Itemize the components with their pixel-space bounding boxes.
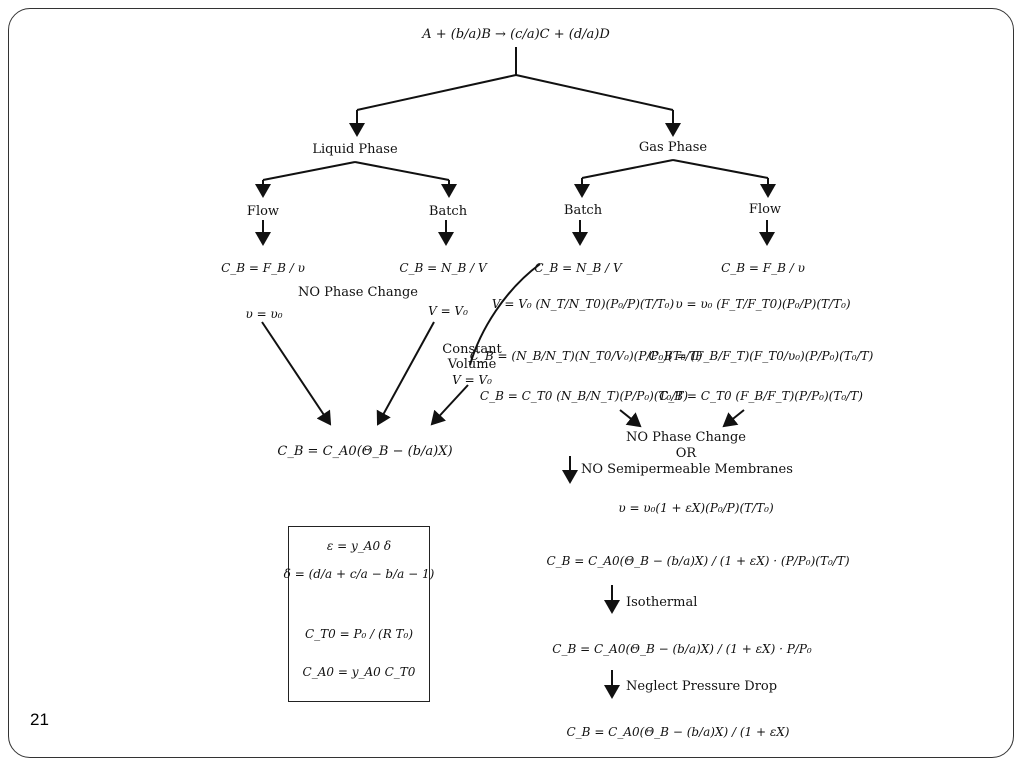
gas-flow-concentration: C_B = F_B / υ bbox=[721, 261, 805, 275]
liquid-batch-label: Batch bbox=[428, 204, 468, 219]
gas-left-line bbox=[581, 159, 674, 179]
gas-volume-equation: υ = υ₀(1 + εX)(P₀/P)(T/T₀) bbox=[618, 501, 774, 515]
isothermal-label: Isothermal bbox=[626, 595, 698, 610]
liquid-phase-label: Liquid Phase bbox=[312, 142, 398, 157]
final-equation: C_B = C_A0(Θ_B − (b/a)X) / (1 + εX) bbox=[566, 725, 790, 739]
or-label: OR bbox=[675, 446, 697, 461]
arrow-batch-to-result bbox=[376, 321, 435, 426]
arrow-gas-flow-converge bbox=[722, 409, 745, 428]
constant-volume-line3: V = V₀ bbox=[452, 373, 492, 387]
liquid-flow-concentration: C_B = F_B / υ bbox=[221, 261, 305, 275]
constant-volume-curve bbox=[469, 263, 541, 366]
no-membranes-label: NO Semipermeable Membranes bbox=[581, 462, 793, 477]
gas-batch-label: Batch bbox=[563, 203, 603, 218]
liquid-result-equation: C_B = C_A0(Θ_B − (b/a)X) bbox=[277, 444, 453, 459]
definitions-box bbox=[288, 526, 430, 702]
gas-flow-volume: υ = υ₀ (F_T/F_T0)(P₀/P)(T/T₀) bbox=[675, 297, 851, 311]
gas-right-line bbox=[672, 159, 769, 179]
gas-batch-concentration: C_B = N_B / V bbox=[534, 261, 622, 275]
arrow-const-vol-to-result bbox=[430, 384, 469, 426]
ca0-definition: C_A0 = y_A0 C_T0 bbox=[302, 665, 416, 679]
arrow-gas-batch-converge bbox=[619, 409, 642, 428]
neglect-pressure-drop-label: Neglect Pressure Drop bbox=[626, 679, 778, 694]
liquid-batch-volume: V = V₀ bbox=[428, 304, 468, 318]
epsilon-definition: ε = y_A0 δ bbox=[326, 539, 392, 553]
liquid-no-phase-change: NO Phase Change bbox=[298, 285, 418, 300]
arrow-flow-to-result bbox=[261, 321, 332, 426]
gas-concentration-equation: C_B = C_A0(Θ_B − (b/a)X) / (1 + εX) · (P… bbox=[546, 554, 850, 568]
liquid-right-line bbox=[354, 161, 450, 181]
liquid-flow-label: Flow bbox=[246, 204, 280, 219]
gas-flow-conc2: C_B = C_T0 (F_B/F_T)(P/P₀)(T₀/T) bbox=[659, 389, 863, 403]
reaction-equation: A + (b/a)B → (c/a)C + (d/a)D bbox=[422, 27, 610, 42]
split-right-line bbox=[515, 74, 674, 111]
gas-batch-volume: V = V₀ (N_T/N_T0)(P₀/P)(T/T₀) bbox=[491, 297, 675, 311]
constant-volume-line1: Constant bbox=[442, 342, 502, 357]
liquid-batch-concentration: C_B = N_B / V bbox=[399, 261, 487, 275]
page-number: 21 bbox=[30, 710, 49, 729]
no-phase-change-label: NO Phase Change bbox=[626, 430, 746, 445]
liquid-flow-volume: υ = υ₀ bbox=[245, 307, 283, 321]
gas-batch-conc1: C_B = (N_B/N_T)(N_T0/V₀)(P/P₀)(T₀/T) bbox=[469, 349, 703, 363]
isothermal-equation: C_B = C_A0(Θ_B − (b/a)X) / (1 + εX) · P/… bbox=[552, 642, 812, 656]
gas-batch-conc2: C_B = C_T0 (N_B/N_T)(P/P₀)(T₀/T) bbox=[479, 389, 689, 403]
gas-flow-label: Flow bbox=[748, 202, 782, 217]
gas-phase-label: Gas Phase bbox=[638, 140, 708, 155]
slide-frame bbox=[8, 8, 1014, 758]
gas-flow-conc1: C_B = (F_B/F_T)(F_T0/υ₀)(P/P₀)(T₀/T) bbox=[648, 349, 874, 363]
split-left-line bbox=[356, 74, 517, 111]
constant-volume-line2: Volume bbox=[447, 357, 497, 372]
liquid-left-line bbox=[262, 161, 356, 181]
delta-definition: δ = (d/a + c/a − b/a − 1) bbox=[283, 567, 435, 581]
ct0-definition: C_T0 = P₀ / (R T₀) bbox=[304, 627, 414, 641]
